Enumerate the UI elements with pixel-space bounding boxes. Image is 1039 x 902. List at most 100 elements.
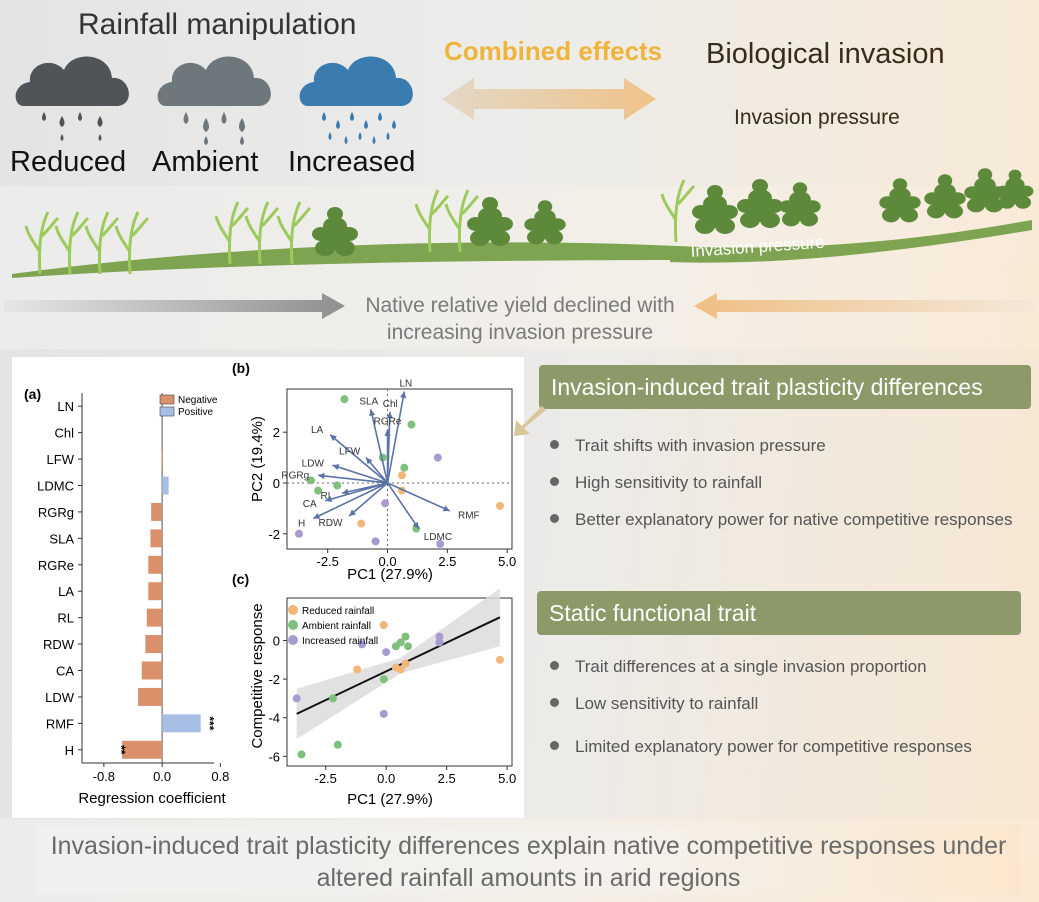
left-arrow-icon bbox=[4, 293, 345, 319]
panel-a-label: (a) bbox=[24, 386, 41, 402]
response-point-ambient bbox=[328, 694, 337, 703]
category-label: LDMC bbox=[37, 479, 74, 494]
legend-negative: Negative bbox=[178, 395, 218, 406]
bullet-dot bbox=[550, 741, 559, 750]
invasive-plant-icon bbox=[924, 174, 966, 219]
category-label: RDW bbox=[43, 637, 75, 652]
plastic-bullet-3: Better explanatory power for native comp… bbox=[575, 510, 1013, 529]
loading-vector-sla bbox=[369, 409, 389, 484]
x-tick-label: 5.0 bbox=[498, 554, 516, 569]
response-point-ambient bbox=[403, 642, 412, 651]
response-point-increased bbox=[292, 694, 301, 703]
plot-frame bbox=[286, 388, 513, 550]
bullet-dot bbox=[550, 477, 559, 486]
native-grass-icon bbox=[54, 211, 90, 275]
ambient-cloud-icon bbox=[157, 56, 271, 145]
reduced-cloud-icon bbox=[15, 56, 129, 141]
y-tick-label: 0 bbox=[273, 633, 280, 648]
x-tick-label: -2.5 bbox=[316, 554, 338, 569]
caption-background bbox=[36, 826, 1021, 894]
static-bullet-2: Low sensitivity to rainfall bbox=[575, 694, 759, 713]
legend-increased: Increased rainfall bbox=[302, 636, 378, 647]
response-point-increased bbox=[435, 638, 444, 647]
significance-mark: *** bbox=[203, 716, 217, 730]
vector-arrowhead bbox=[330, 434, 337, 442]
ambient-label: Ambient bbox=[152, 146, 259, 178]
pca-point-ambient bbox=[340, 395, 349, 404]
loading-vector-ln bbox=[386, 391, 406, 484]
native-plant-icons bbox=[24, 179, 696, 275]
loading-vector-rmf bbox=[387, 482, 451, 512]
category-label: Chl bbox=[54, 426, 74, 441]
loading-vector-ldmc bbox=[386, 482, 420, 530]
response-point-ambient bbox=[379, 675, 388, 684]
loading-vector-rgrg bbox=[318, 474, 388, 484]
legend-positive-swatch bbox=[159, 406, 175, 417]
category-label: RGRe bbox=[38, 558, 74, 573]
x-tick-label: 2.5 bbox=[438, 771, 456, 786]
pca-point-reduced bbox=[397, 471, 406, 480]
y-tick-label: -6 bbox=[268, 749, 280, 764]
vector-label: Chl bbox=[383, 399, 398, 410]
bar-rgrg bbox=[151, 502, 163, 521]
legend-ambient-dot bbox=[288, 620, 298, 630]
vector-label: LDMC bbox=[424, 532, 452, 543]
invasive-plant-icon bbox=[996, 169, 1034, 209]
category-label: LDW bbox=[45, 690, 75, 705]
loading-vector-rdw bbox=[348, 482, 389, 517]
response-point-reduced bbox=[495, 655, 504, 664]
rain-clouds bbox=[15, 56, 413, 145]
pca-point-increased bbox=[433, 453, 442, 462]
vector-label: RL bbox=[320, 491, 333, 502]
y-tick-label: -2 bbox=[268, 527, 280, 542]
vector-arrowhead bbox=[342, 488, 349, 495]
vector-label: LA bbox=[311, 425, 324, 436]
pca-point-increased bbox=[436, 539, 445, 548]
vector-label: RMF bbox=[458, 511, 480, 522]
vector-label: H bbox=[298, 518, 305, 529]
invasive-plant-icon bbox=[467, 197, 513, 246]
chart-b-xlabel: PC1 (27.9%) bbox=[347, 566, 433, 583]
vector-label: CA bbox=[303, 499, 317, 510]
invasive-plant-icon bbox=[524, 200, 566, 245]
pca-point-ambient bbox=[306, 476, 315, 485]
vector-arrowhead bbox=[386, 411, 393, 419]
bar-ldw bbox=[138, 687, 163, 706]
loading-vector-la bbox=[329, 434, 389, 484]
right-arrow-icon bbox=[694, 293, 1035, 319]
vector-label: RDW bbox=[319, 518, 343, 529]
vector-arrowhead bbox=[369, 409, 376, 417]
plastic-bullet-2: High sensitivity to rainfall bbox=[575, 473, 763, 492]
pca-point-ambient bbox=[314, 486, 323, 495]
native-grass-icon bbox=[414, 189, 450, 253]
pca-point-ambient bbox=[333, 481, 342, 490]
bullet-dot bbox=[550, 514, 559, 523]
pointer-arrow-icon bbox=[514, 406, 546, 436]
x-tick-label: 0.8 bbox=[211, 769, 229, 784]
invasive-plant-icon bbox=[737, 179, 783, 228]
reduced-label: Reduced bbox=[10, 146, 127, 178]
plasticity-banner: Invasion-induced trait plasticity differ… bbox=[539, 365, 1031, 409]
landscape-illustration bbox=[12, 168, 1034, 278]
static-bullet-3: Limited explanatory power for competitiv… bbox=[575, 737, 972, 756]
native-grass-icon bbox=[276, 201, 312, 265]
plot-frame bbox=[286, 597, 513, 767]
y-tick-label: 2 bbox=[273, 425, 280, 440]
native-grass-icon bbox=[214, 201, 250, 265]
vector-arrowhead bbox=[365, 457, 373, 465]
pca-point-reduced bbox=[496, 501, 505, 510]
bullet-dot bbox=[550, 440, 559, 449]
native-grass-icon bbox=[84, 211, 120, 275]
response-point-reduced bbox=[353, 665, 362, 674]
vector-label: RGRe bbox=[374, 417, 402, 428]
vector-arrowhead bbox=[313, 512, 321, 519]
pca-point-increased bbox=[294, 529, 303, 538]
panel-b-label: (b) bbox=[232, 360, 250, 376]
response-point-increased bbox=[382, 648, 391, 657]
response-point-reduced bbox=[401, 659, 410, 668]
decline-arrows bbox=[4, 293, 1035, 319]
legend-positive: Positive bbox=[178, 407, 213, 418]
bullet-dot bbox=[550, 661, 559, 670]
double-arrow-icon bbox=[442, 78, 656, 120]
y-tick-label: -2 bbox=[268, 672, 280, 687]
